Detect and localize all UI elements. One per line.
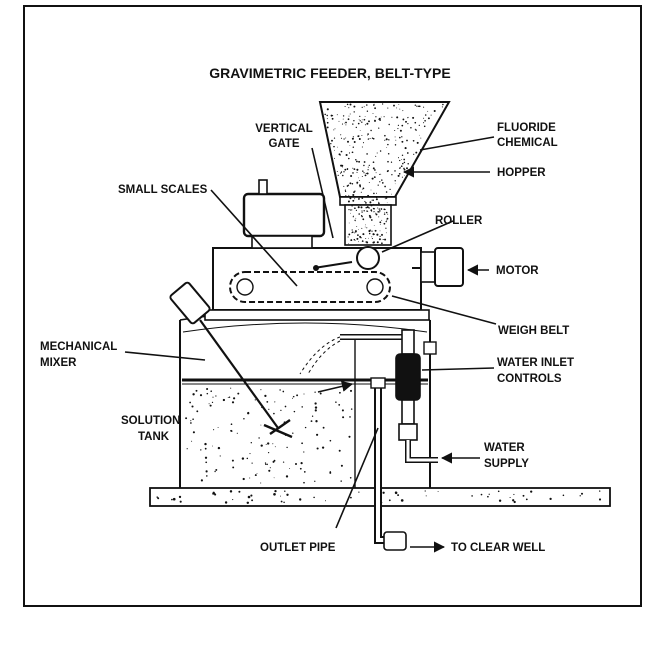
label-motor: MOTOR [496,265,539,277]
label-mechanical-mixer: MECHANICAL [40,341,117,353]
label-water-inlet-controls: WATER INLET [497,357,574,369]
label-roller: ROLLER [435,215,483,227]
label-water-supply: WATER [484,442,525,454]
page-frame [23,5,642,607]
feeder-housing [204,247,430,321]
hopper [318,101,451,246]
small-scales-box [242,179,326,249]
label-water-inlet-controls-2: CONTROLS [497,373,562,385]
label-water-supply-2: SUPPLY [484,458,529,470]
water-inlet-piping [299,329,438,463]
label-to-clear-well: TO CLEAR WELL [451,542,545,554]
label-fluoride-chemical: FLUORIDE [497,122,556,134]
leader-lines [124,136,497,553]
diagram-title: GRAVIMETRIC FEEDER, BELT-TYPE [209,65,450,81]
vertical-gate [313,261,353,271]
label-fluoride-chemical-2: CHEMICAL [497,137,558,149]
motor [412,247,464,287]
label-vertical-gate-2: GATE [268,138,299,150]
label-weigh-belt: WEIGH BELT [498,325,569,337]
label-vertical-gate: VERTICAL [255,123,313,135]
label-hopper: HOPPER [497,167,546,179]
weigh-belt [229,271,391,303]
label-solution-tank-2: TANK [138,431,170,443]
mechanical-mixer [169,281,293,439]
label-outlet-pipe: OUTLET PIPE [260,542,336,554]
solution-tank [179,309,431,488]
roller [356,246,380,270]
label-small-scales: SMALL SCALES [118,184,208,196]
outlet-pipe [370,377,407,551]
label-solution-tank: SOLUTION [121,415,180,427]
label-mechanical-mixer-2: MIXER [40,357,77,369]
